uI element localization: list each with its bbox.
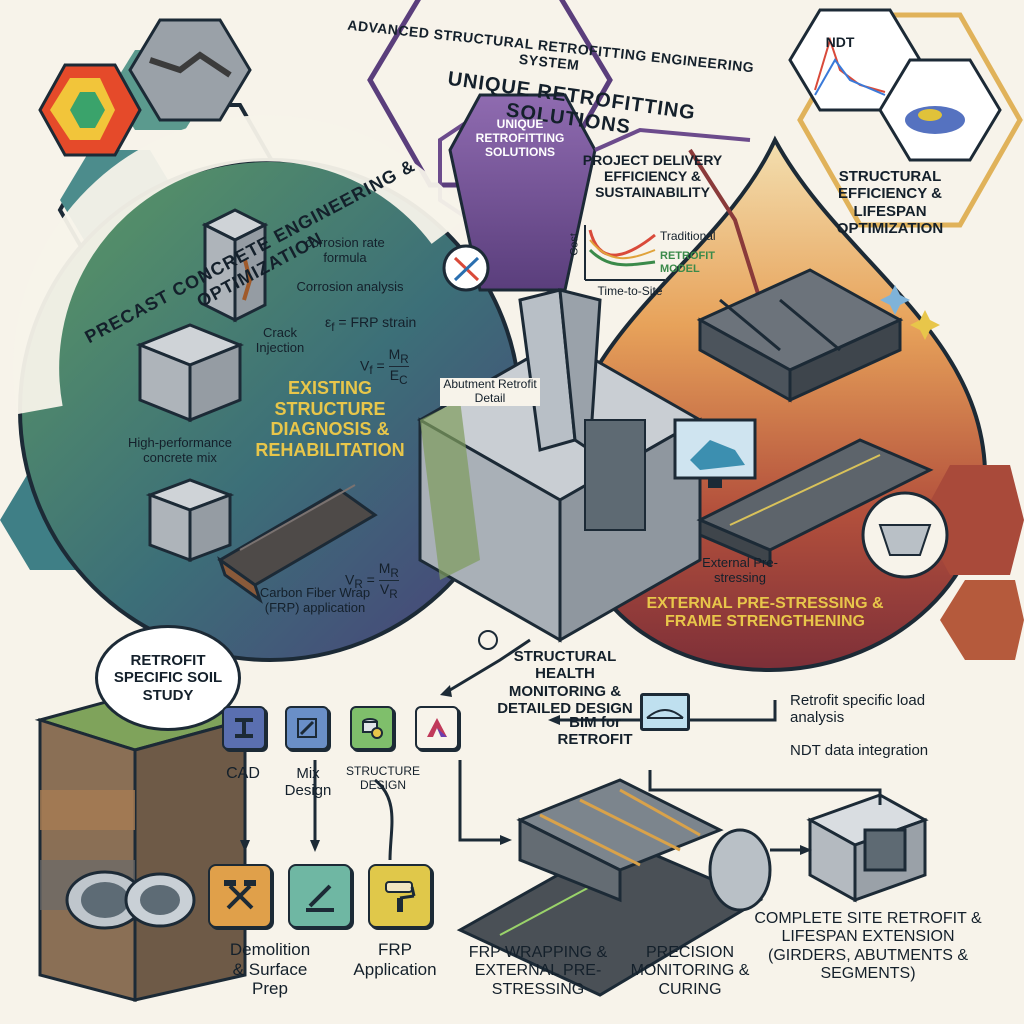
sparkles bbox=[880, 285, 940, 340]
road-bridge bbox=[696, 438, 934, 568]
carbon-fiber-label: Carbon Fiber Wrap (FRP) application bbox=[259, 585, 371, 615]
formula-vf: Vf = MR EC bbox=[360, 346, 409, 388]
soil-study-label: RETROFIT SPECIFIC SOIL STUDY bbox=[113, 652, 223, 704]
cad-tile[interactable] bbox=[222, 706, 266, 750]
ndt-integration-label: NDT data integration bbox=[790, 742, 929, 759]
abutment-label: Abutment Retrofit Detail bbox=[440, 377, 540, 406]
i-beam-icon bbox=[235, 718, 253, 738]
hammer-pick-icon bbox=[224, 880, 256, 910]
thermal-image bbox=[38, 63, 142, 157]
concrete-column bbox=[201, 208, 269, 323]
arrow-heads bbox=[240, 685, 812, 855]
chart-retrofit: RETROFIT MODEL bbox=[660, 250, 715, 275]
external-prestress-title: EXTERNAL PRE-STRESSING & FRAME STRENGTHE… bbox=[646, 595, 884, 631]
shm-label: STRUCTURAL HEALTH MONITORING & DETAILED … bbox=[497, 648, 633, 717]
corrosion-analysis-label: Corrosion analysis bbox=[296, 279, 404, 294]
crack-injection-label: Crack Injection bbox=[255, 325, 305, 355]
formula-frp-strain: εf = FRP strain bbox=[325, 314, 417, 334]
structure-design-label: STRUCTURE DESIGN bbox=[346, 764, 420, 792]
shuffle-icon bbox=[453, 256, 480, 282]
external-prestress-label: External Pre-stressing bbox=[702, 555, 778, 585]
efficiency-title: STRUCTURAL EFFICIENCY & LIFESPAN OPTIMIZ… bbox=[836, 168, 944, 237]
demolition-label: Demolition & Surface Prep bbox=[229, 940, 311, 999]
frp-wrapping-label: FRP WRAPPING & EXTERNAL PRE-STRESSING bbox=[468, 944, 608, 998]
soil-study-badge: RETROFIT SPECIFIC SOIL STUDY bbox=[95, 625, 241, 731]
chart-xlabel: Time-to-Site bbox=[597, 284, 663, 298]
formula-vr: VR = MR VR bbox=[345, 560, 399, 602]
mix-design-tile[interactable] bbox=[285, 706, 329, 750]
crack-image bbox=[128, 18, 252, 122]
site-machine bbox=[806, 793, 929, 903]
monitor bbox=[673, 418, 757, 488]
ndt-chart-images bbox=[788, 8, 1002, 162]
bim-software-tile[interactable] bbox=[415, 706, 459, 750]
crack-block bbox=[135, 323, 245, 423]
flow-arrows bbox=[243, 638, 882, 861]
surface-prep-tile[interactable] bbox=[288, 864, 352, 928]
demolition-tile[interactable] bbox=[208, 864, 272, 928]
delivery-title: PROJECT DELIVERY EFFICIENCY & SUSTAINABI… bbox=[582, 152, 723, 201]
cad-label: CAD bbox=[226, 765, 260, 782]
frp-application-label: FRP Application bbox=[353, 940, 437, 979]
hp-concrete-label: High-performance concrete mix bbox=[127, 435, 233, 465]
mix-design-label: Mix Design bbox=[284, 765, 332, 800]
delivery-chart bbox=[584, 225, 665, 281]
tunnel-frp bbox=[456, 778, 772, 997]
frp-application-tile[interactable] bbox=[368, 864, 432, 928]
frp-column bbox=[217, 484, 378, 604]
load-analysis-label: Retrofit specific load analysis bbox=[790, 692, 926, 727]
complete-label: COMPLETE SITE RETROFIT & LIFESPAN EXTENS… bbox=[754, 910, 982, 983]
chart-traditional: Traditional bbox=[660, 229, 716, 243]
hex-title: UNIQUE RETROFITTING SOLUTIONS bbox=[475, 117, 565, 159]
ndt-label: NDT bbox=[825, 34, 855, 50]
cube-block bbox=[145, 478, 235, 563]
database-coin-icon bbox=[362, 718, 383, 739]
existing-structure-title: EXISTING STRUCTURE DIAGNOSIS & REHABILIT… bbox=[255, 378, 405, 461]
structure-design-tile[interactable] bbox=[350, 706, 394, 750]
pencil-ruler-icon bbox=[297, 718, 317, 738]
precision-label: PRECISION MONITORING & CURING bbox=[630, 944, 750, 998]
paint-roller-icon bbox=[385, 881, 416, 912]
sensor-icon bbox=[478, 630, 498, 650]
soil-block bbox=[34, 688, 251, 1002]
bridge-monitor-icon bbox=[640, 693, 690, 731]
autodesk-logo-icon bbox=[427, 718, 447, 737]
corrosion-formula-label: corrosion rate formula bbox=[305, 235, 385, 265]
chart-ylabel: Cost bbox=[568, 233, 581, 256]
truss-bridge bbox=[696, 268, 904, 403]
trowel-icon bbox=[306, 884, 334, 912]
bim-label: BIM for RETROFIT bbox=[557, 714, 633, 749]
